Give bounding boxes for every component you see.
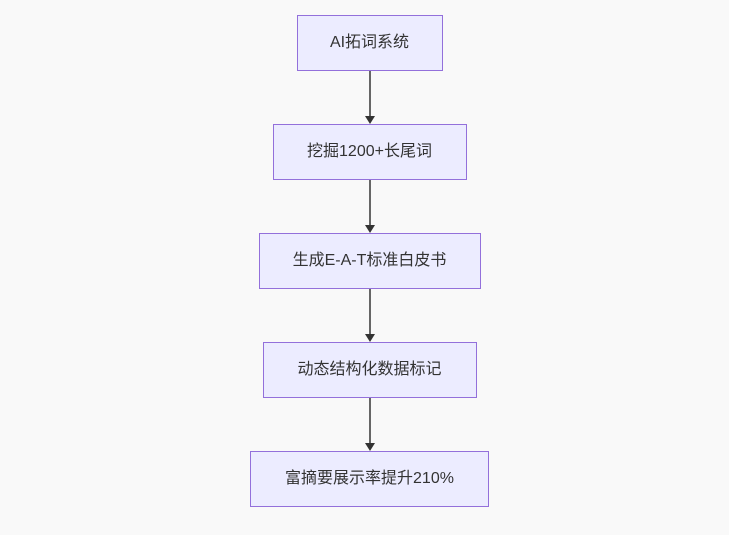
flow-arrow-1 <box>364 71 376 124</box>
arrow-down-icon <box>364 225 375 233</box>
flow-node-4-label: 动态结构化数据标记 <box>297 361 442 379</box>
arrow-shaft <box>368 180 371 227</box>
flowchart: AI拓词系统 挖掘1200+长尾词 生成E-A-T标准白皮书 动态结构化数据标记… <box>5 0 729 535</box>
arrow-down-icon <box>364 334 375 342</box>
arrow-shaft <box>368 289 371 336</box>
flow-node-5: 富摘要展示率提升210% <box>250 451 489 507</box>
flow-node-2-label: 挖掘1200+长尾词 <box>307 143 432 161</box>
flow-node-5-label: 富摘要展示率提升210% <box>285 470 454 488</box>
flow-arrow-3 <box>364 289 376 342</box>
flow-arrow-4 <box>364 398 376 451</box>
arrow-down-icon <box>364 116 375 124</box>
flow-node-4: 动态结构化数据标记 <box>262 342 477 398</box>
flow-node-3-label: 生成E-A-T标准白皮书 <box>292 252 447 270</box>
arrow-shaft <box>368 71 371 118</box>
arrow-shaft <box>368 398 371 445</box>
flow-node-3: 生成E-A-T标准白皮书 <box>258 233 481 289</box>
flow-node-1: AI拓词系统 <box>296 15 443 71</box>
flow-arrow-2 <box>364 180 376 233</box>
flow-node-2: 挖掘1200+长尾词 <box>272 124 467 180</box>
flow-node-1-label: AI拓词系统 <box>329 34 410 52</box>
arrow-down-icon <box>364 443 375 451</box>
